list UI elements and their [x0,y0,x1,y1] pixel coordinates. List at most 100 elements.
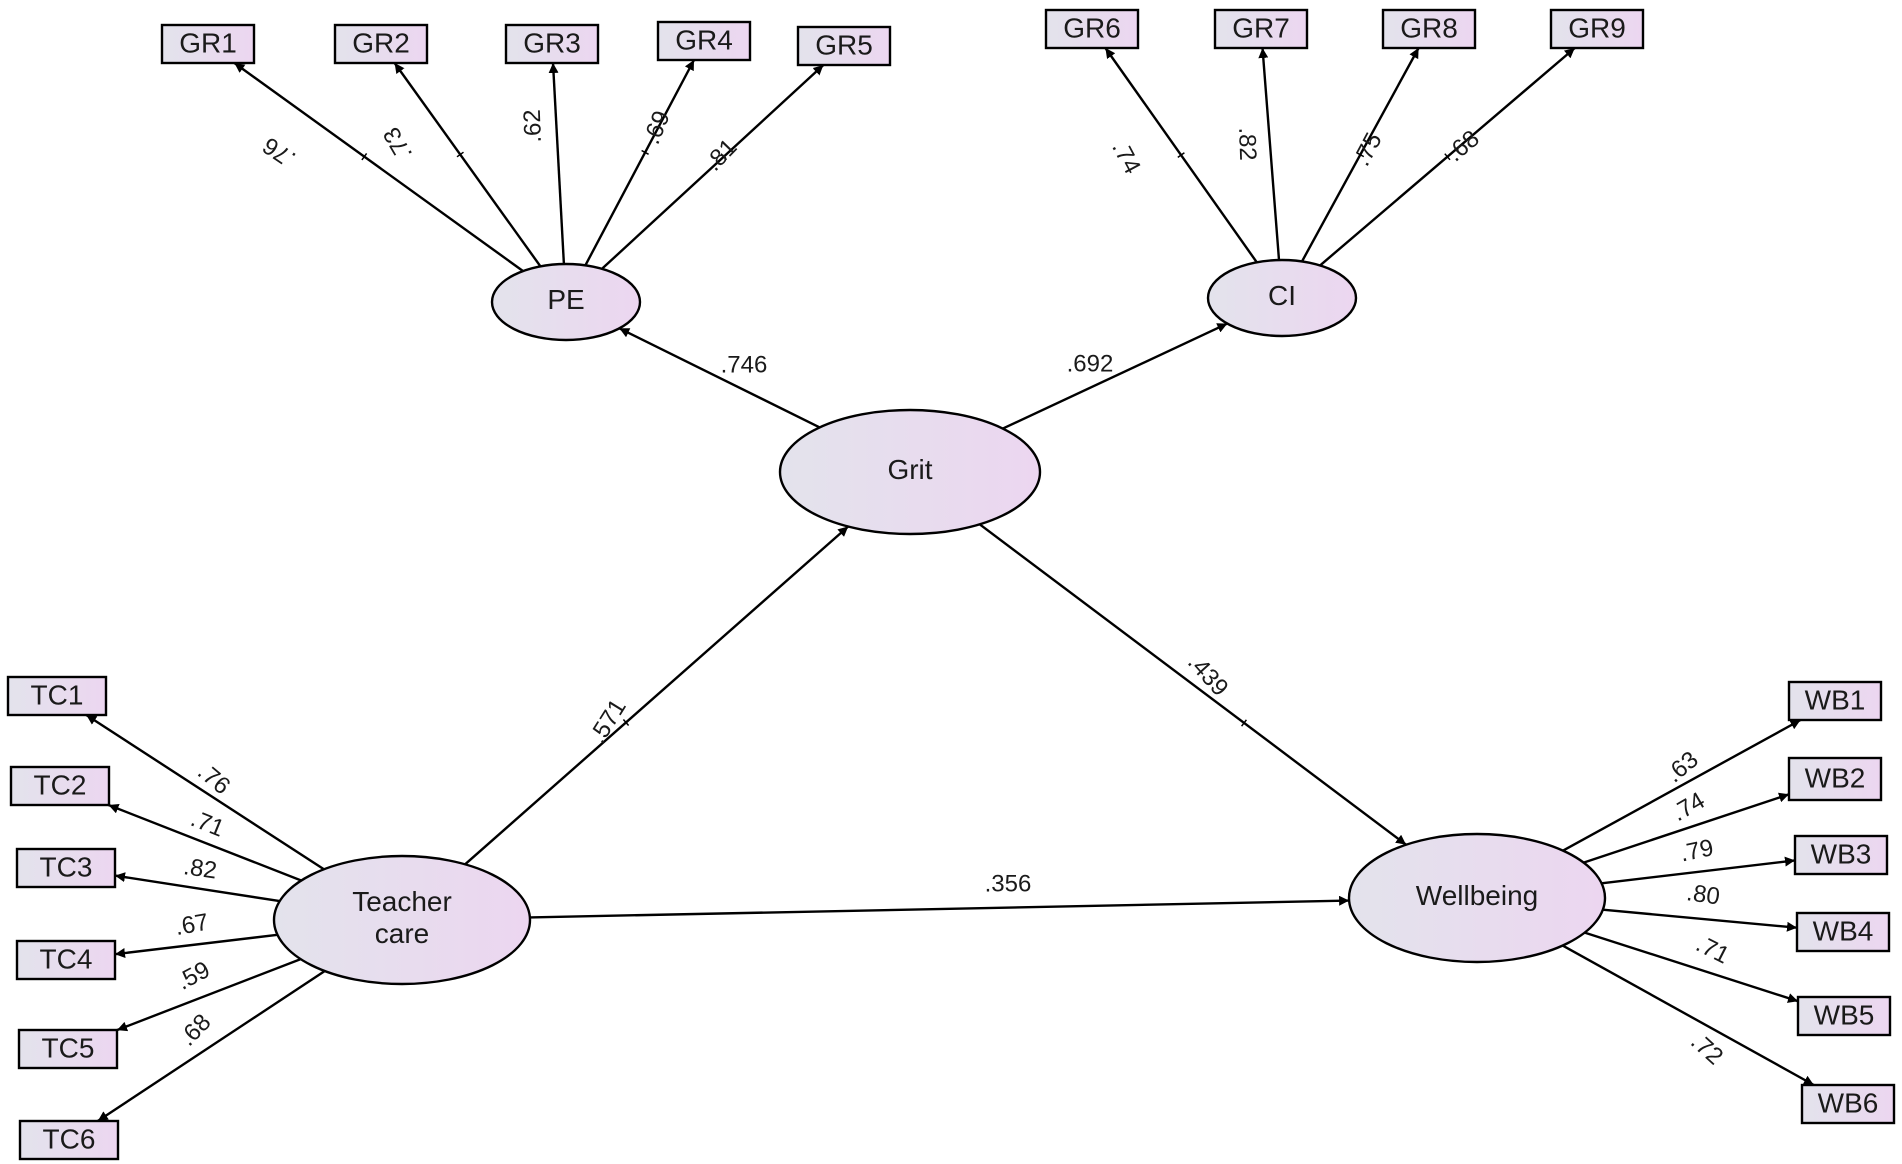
indicator-box [160,23,256,65]
indicator-label: WB4 [1813,915,1874,946]
loading-arrow-wb-to-wb2 [1583,792,1790,864]
loading-coefficient-label: .76 [192,758,235,800]
indicator-label: GR1 [179,27,237,58]
loading-coefficient-label: .63 [1661,746,1704,788]
latent-ellipse [1206,258,1358,338]
indicator-node-gr8: GR8 [1381,8,1477,50]
edge-tick-mark [1177,152,1185,159]
indicator-node-wb3: WB3 [1793,834,1889,876]
loading-arrow-tc-to-tc4 [114,933,278,958]
path-arrow-grit-to-wb [978,523,1407,846]
edge-tick-mark [1356,152,1365,158]
indicator-node-wb2: WB2 [1787,756,1883,802]
path-arrow-grit-to-ci [1002,322,1228,430]
loading-arrow-pe-to-gr5 [601,64,825,270]
edge-tick-mark [641,149,649,155]
loading-arrow-tc-to-tc2 [108,803,302,882]
indicator-label: GR7 [1232,12,1290,43]
indicator-box [1793,834,1889,876]
indicator-box [796,25,892,67]
latent-label: CI [1268,280,1296,311]
indicator-box [18,1119,120,1161]
edge-tick-mark [622,719,630,726]
indicator-box [15,939,117,981]
loading-arrow-ci-to-gr7 [1258,47,1281,261]
loading-arrow-wb-to-wb6 [1562,944,1815,1087]
loading-arrow-pe-to-gr4 [584,59,696,266]
indicator-box [15,847,117,889]
latent-ellipse [272,854,532,986]
indicator-box [1044,8,1140,50]
loading-coefficient-label: .74 [1667,787,1709,827]
indicator-node-gr1: GR1 [160,23,256,65]
indicator-label: WB2 [1805,762,1866,793]
path-coefficient-label: .692 [1067,350,1114,377]
indicator-label: WB6 [1818,1087,1879,1118]
loading-coefficient-label: .74 [1106,136,1146,178]
loading-coefficient-label: .67 [173,909,211,941]
loading-coefficient-label: .81 [700,134,743,177]
indicator-label: WB3 [1811,838,1872,869]
edge-tick-mark [1240,719,1248,727]
indicator-node-tc2: TC2 [9,765,111,807]
loading-arrow-tc-to-tc5 [116,957,302,1032]
indicator-label: TC5 [42,1032,95,1063]
indicator-node-wb5: WB5 [1796,995,1892,1037]
indicator-node-gr5: GR5 [796,25,892,67]
indicator-node-wb6: WB6 [1800,1083,1896,1125]
edge-tick-mark [456,151,464,158]
indicator-label: TC6 [43,1123,96,1154]
indicator-box [1800,1083,1896,1125]
indicator-box [333,23,429,65]
edges-layer [85,47,1815,1123]
indicator-node-tc6: TC6 [18,1119,120,1161]
indicator-box [504,23,600,65]
edge-tick-mark [1444,153,1451,161]
indicator-box [17,1028,119,1070]
path-arrow-tc-to-wb [529,895,1350,919]
loading-coefficient-label: .62 [519,109,547,143]
indicator-node-tc1: TC1 [6,675,108,717]
indicator-node-wb4: WB4 [1795,911,1891,953]
indicator-node-gr9: GR9 [1549,8,1645,50]
loading-arrow-wb-to-wb4 [1602,908,1798,932]
latent-node-pe: PE [490,262,642,342]
loading-coefficient-label: .68 [174,1009,217,1052]
loading-arrow-tc-to-tc1 [85,713,325,871]
latent-label: Grit [887,454,932,485]
indicator-label: GR6 [1063,12,1121,43]
indicator-node-gr2: GR2 [333,23,429,65]
loading-coefficient-label: .71 [1692,930,1734,969]
indicator-box [1795,911,1891,953]
indicator-label: TC4 [40,943,93,974]
loading-coefficient-label: .59 [172,956,214,996]
latent-node-ci: CI [1206,258,1358,338]
indicator-box [1549,8,1645,50]
latent-node-wb: Wellbeing [1347,832,1607,964]
indicator-node-tc4: TC4 [15,939,117,981]
indicator-label: TC2 [34,769,87,800]
indicator-box [9,765,111,807]
loading-arrow-pe-to-gr2 [393,62,542,267]
indicator-box [6,675,108,717]
indicator-label: GR8 [1400,12,1458,43]
indicator-node-gr4: GR4 [656,20,752,62]
loading-coefficient-label: .80 [1685,879,1722,910]
indicator-label: GR4 [675,24,733,55]
loading-arrow-pe-to-gr1 [233,62,524,273]
indicator-label: GR9 [1568,12,1626,43]
indicator-box [1787,680,1883,722]
loading-arrow-tc-to-tc3 [114,872,280,903]
edge-tick-mark [361,152,368,161]
loading-arrow-pe-to-gr3 [548,62,566,265]
path-coefficient-label: .439 [1182,649,1233,702]
loading-coefficient-label: .79 [1678,834,1716,867]
indicator-node-gr7: GR7 [1213,8,1309,50]
latent-label: Wellbeing [1416,880,1538,911]
indicator-label: TC1 [31,679,84,710]
loading-coefficient-label: .76 [258,131,301,172]
